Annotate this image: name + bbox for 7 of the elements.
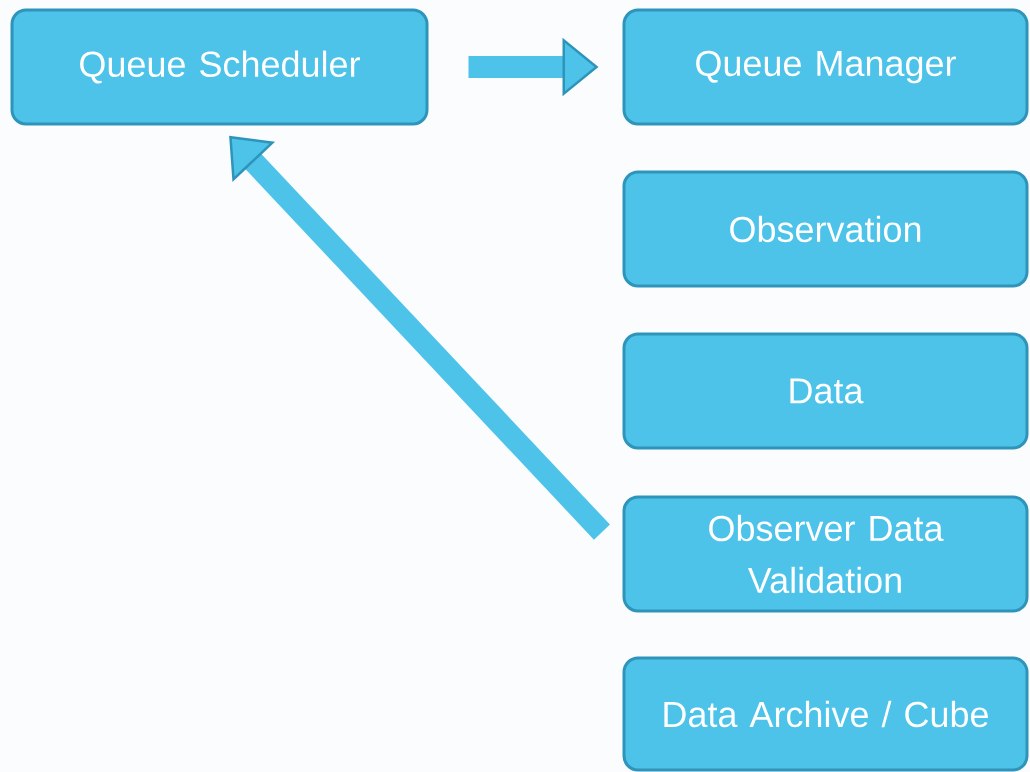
process-box: Queue Manager <box>622 8 1029 126</box>
block-arrow <box>229 135 610 540</box>
process-box: Data Archive / Cube <box>622 656 1029 772</box>
process-box: Observer Data Validation <box>622 495 1029 613</box>
process-box: Observation <box>622 170 1029 288</box>
process-box: Data <box>622 332 1029 450</box>
process-box: Queue Scheduler <box>10 8 429 126</box>
